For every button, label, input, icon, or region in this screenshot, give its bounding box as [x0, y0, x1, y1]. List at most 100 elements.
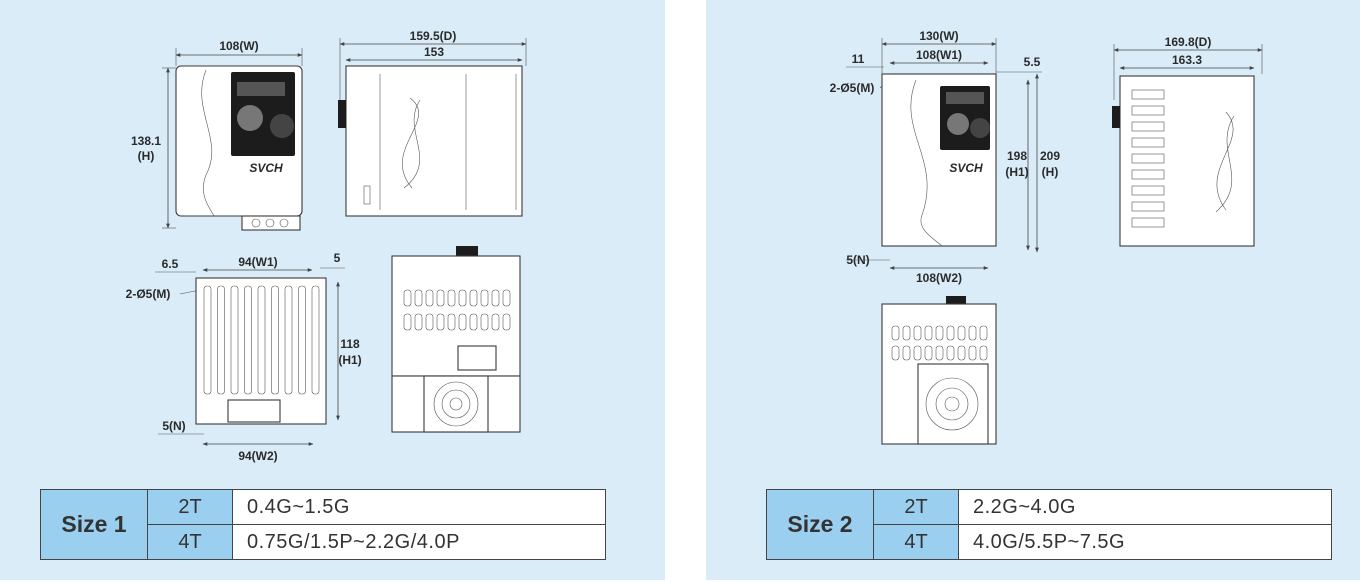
heatsink-fin — [257, 285, 266, 395]
heatsink-fin — [217, 285, 225, 395]
size2-display — [946, 92, 984, 104]
vent-slot — [902, 325, 911, 341]
size1-back-w2: 94(W2) — [238, 449, 277, 463]
side-vent — [1131, 89, 1165, 100]
vent-slot — [403, 313, 412, 331]
size1-fan — [433, 381, 479, 427]
size2-bottom-view — [881, 296, 997, 445]
size2-logo: SVCH — [949, 161, 983, 175]
size2-drawings: 130(W) 108(W1) 11 5.5 2-Ø5(M) 2-Ø5(M) SV… — [830, 29, 1263, 445]
size2-left-offset: 11 — [852, 52, 865, 66]
vent-slot — [968, 345, 977, 361]
vent-slot — [458, 313, 467, 331]
vent-slot — [957, 325, 966, 341]
vent-slot — [924, 345, 933, 361]
side-vent — [1131, 105, 1165, 116]
vent-slot — [414, 289, 423, 307]
size1-back-view: 94(W1) 6.5 5 2-Ø5(M) 118 (H1) 5(N) 94(W2… — [126, 251, 362, 463]
size1-front-height-tag: (H) — [138, 149, 155, 163]
size1-front-height: 138.1 — [131, 134, 161, 148]
vent-slot — [946, 325, 955, 341]
heatsink-fin — [298, 285, 306, 395]
heatsink-fin — [230, 285, 239, 395]
size2-table: Size 2 2T 2.2G~4.0G 4T 4.0G/5.5P~7.5G — [766, 489, 1332, 560]
size1-display — [237, 82, 285, 96]
size2-front-view: 130(W) 108(W1) 11 5.5 2-Ø5(M) 2-Ø5(M) SV… — [830, 29, 1061, 285]
vent-slot — [979, 325, 988, 341]
size2-h: 209 — [1040, 149, 1060, 163]
size2-front-w1: 108(W1) — [916, 48, 962, 62]
size2-holes: 2-Ø5(M) — [830, 81, 875, 95]
size2-side-depth-total: 169.8(D) — [1165, 35, 1212, 49]
vent-slot — [491, 313, 500, 331]
side-vent — [1131, 153, 1165, 164]
size2-front-width: 130(W) — [919, 29, 958, 43]
vent-slot — [447, 313, 456, 331]
size2-panel: 130(W) 108(W1) 11 5.5 2-Ø5(M) 2-Ø5(M) SV… — [706, 0, 1360, 580]
size2-right-offset: 5.5 — [1024, 55, 1041, 69]
size2-h1-tag: (H1) — [1005, 165, 1028, 179]
vent-slot — [502, 289, 511, 307]
size1-side-view: 159.5(D) 153 — [338, 29, 527, 217]
size2-range-4t: 4.0G/5.5P~7.5G — [958, 524, 1332, 560]
vent-slot — [480, 313, 489, 331]
size1-table: Size 1 2T 0.4G~1.5G 4T 0.75G/1.5P~2.2G/4… — [40, 489, 606, 560]
size1-drawings: 108(W) 138.1 (H) SVCH 159.5(D) 153 94(W1… — [126, 29, 527, 463]
size1-back-w1: 94(W1) — [238, 255, 277, 269]
heatsink-fin — [244, 285, 252, 395]
size1-back-left-offset: 6.5 — [162, 257, 179, 271]
vent-slot — [403, 289, 412, 307]
vent-slot — [469, 289, 478, 307]
side-vent — [1131, 121, 1165, 132]
size2-side-depth: 163.3 — [1172, 53, 1202, 67]
size2-h1: 198 — [1007, 149, 1027, 163]
size1-side-depth: 153 — [424, 45, 444, 59]
heatsink-fin — [271, 285, 279, 395]
vent-slot — [469, 313, 478, 331]
vent-slot — [913, 325, 922, 341]
vent-slot — [458, 289, 467, 307]
heatsink-fin — [311, 285, 320, 395]
vent-slot — [891, 325, 900, 341]
vent-slot — [502, 313, 511, 331]
vent-slot — [924, 325, 933, 341]
size1-front-width: 108(W) — [219, 39, 258, 53]
size2-voltage-4t: 4T — [873, 524, 959, 560]
heatsink-fin — [284, 285, 293, 395]
vent-slot — [414, 313, 423, 331]
size1-front-view: 108(W) 138.1 (H) SVCH — [131, 39, 303, 231]
vent-slot — [935, 345, 944, 361]
size1-side-depth-total: 159.5(D) — [410, 29, 457, 43]
vent-slot — [425, 289, 434, 307]
size1-panel: 108(W) 138.1 (H) SVCH 159.5(D) 153 94(W1… — [0, 0, 665, 580]
size2-fan — [925, 377, 979, 431]
size1-front-logo: SVCH — [249, 161, 283, 175]
vent-slot — [946, 345, 955, 361]
size1-voltage-4t: 4T — [147, 524, 233, 560]
size1-back-h1-tag: (H1) — [338, 353, 361, 367]
side-vent — [1131, 169, 1165, 180]
vent-slot — [480, 289, 489, 307]
vent-slot — [436, 313, 445, 331]
size1-back-n: 5(N) — [162, 419, 185, 433]
size1-range-2t: 0.4G~1.5G — [232, 489, 606, 525]
size2-h-tag: (H) — [1042, 165, 1059, 179]
vent-slot — [979, 345, 988, 361]
vent-slot — [968, 325, 977, 341]
size2-side-view: 169.8(D) 163.3 — [1112, 35, 1263, 247]
vent-slot — [913, 345, 922, 361]
size2-range-2t: 2.2G~4.0G — [958, 489, 1332, 525]
size2-label: Size 2 — [766, 489, 874, 560]
size1-range-4t: 0.75G/1.5P~2.2G/4.0P — [232, 524, 606, 560]
vent-slot — [436, 289, 445, 307]
vent-slot — [491, 289, 500, 307]
size1-back-h1: 118 — [340, 337, 360, 351]
vent-slot — [425, 313, 434, 331]
vent-slot — [902, 345, 911, 361]
size1-back-holes: 2-Ø5(M) — [126, 287, 171, 301]
side-vent — [1131, 137, 1165, 148]
size2-w2: 108(W2) — [916, 271, 962, 285]
size2-voltage-2t: 2T — [873, 489, 959, 525]
size1-bottom-view — [391, 246, 521, 433]
side-vent — [1131, 185, 1165, 196]
